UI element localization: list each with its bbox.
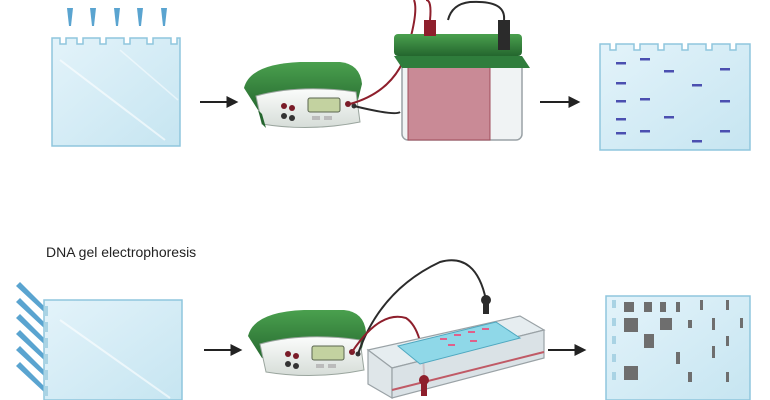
vertical-gel-tank-icon — [394, 0, 530, 141]
dna-wells — [440, 328, 489, 346]
pipette-icon — [16, 362, 46, 392]
lead-black — [357, 259, 487, 355]
pipette-icon — [16, 282, 46, 312]
pipette-icon — [16, 314, 46, 344]
power-supply-icon — [248, 310, 366, 377]
gel-slab-icon — [599, 43, 751, 151]
gel-slab-icon — [51, 37, 181, 147]
pipette-icon — [137, 8, 143, 26]
pipette-set-top — [67, 8, 167, 26]
dna-bands — [612, 300, 743, 382]
pipette-icon — [16, 346, 46, 376]
pipette-icon — [114, 8, 120, 26]
gel-slab-icon — [43, 299, 183, 400]
pipette-icon — [161, 8, 167, 26]
pipette-icon — [90, 8, 96, 26]
pipette-set-bottom — [16, 282, 46, 392]
pipette-icon — [16, 298, 46, 328]
gel-slab-icon — [605, 295, 751, 400]
gel-wells — [44, 306, 48, 396]
pipette-icon — [67, 8, 73, 26]
horizontal-gel-tank-icon — [366, 295, 546, 400]
lead-black — [353, 105, 401, 115]
pipette-icon — [16, 330, 46, 360]
protein-bands — [616, 58, 730, 143]
section-title-dna: DNA gel electrophoresis — [46, 244, 197, 260]
power-supply-icon — [244, 62, 362, 129]
